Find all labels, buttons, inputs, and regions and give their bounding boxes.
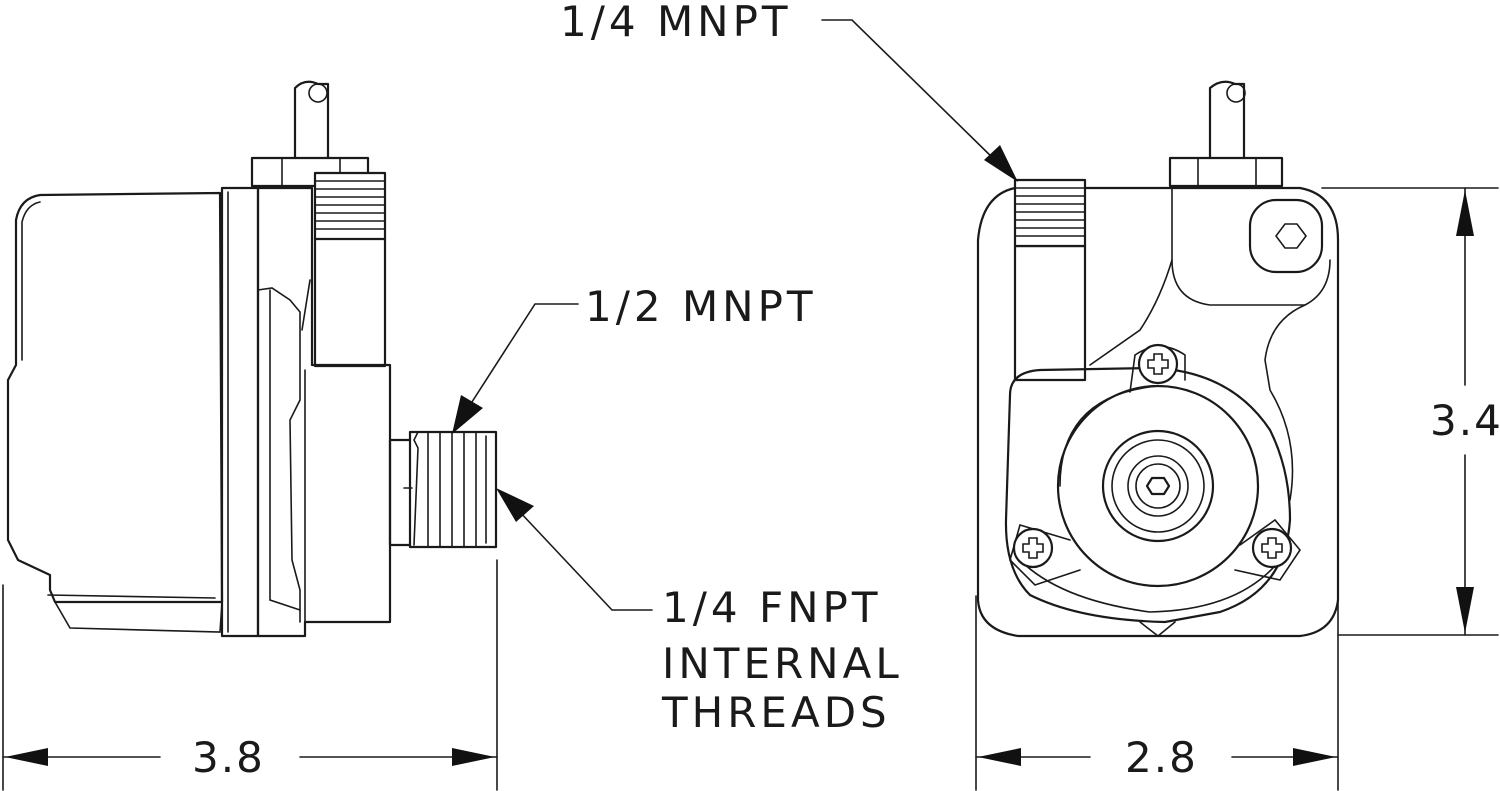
outlet-thread-front: [1013, 178, 1087, 248]
dimension-front-width: 2.8: [975, 595, 1339, 791]
volute-outline: [1004, 366, 1292, 624]
inlet-thread-side: [408, 430, 498, 549]
screw-left: [1012, 527, 1054, 569]
callout-side-fitting-label: 1/2 MNPT: [585, 282, 817, 331]
callout-top-fitting: 1/4 MNPT: [560, 0, 1018, 182]
callout-internal-line1: 1/4 FNPT: [662, 583, 882, 632]
mounting-boss: [1248, 198, 1324, 274]
hex-socket: [1145, 476, 1171, 496]
callout-side-fitting: 1/2 MNPT: [452, 282, 817, 434]
screw-top: [1137, 343, 1179, 385]
outlet-tube-front: [1013, 244, 1087, 382]
dimension-front-height: 3.4: [1321, 187, 1500, 636]
side-view: [6, 80, 498, 638]
dimension-side-width: 3.8: [2, 559, 498, 791]
callout-internal-line2: INTERNAL: [662, 639, 903, 688]
outlet-thread-side: [313, 171, 387, 241]
callout-top-fitting-label: 1/4 MNPT: [560, 0, 792, 46]
dimension-side-width-label: 3.8: [192, 733, 265, 782]
shaft-side: [293, 80, 330, 160]
dimension-front-height-label: 3.4: [1430, 396, 1500, 445]
front-housing: [976, 186, 1340, 638]
callout-internal-threads: 1/4 FNPT INTERNAL THREADS: [496, 488, 903, 737]
screw-right: [1251, 527, 1293, 569]
hex-nut-front: [1168, 156, 1284, 188]
outlet-tube-side: [313, 236, 387, 368]
pump-cover: [1056, 384, 1260, 588]
impeller-hub: [1101, 429, 1215, 543]
callout-internal-line3: THREADS: [661, 688, 891, 737]
front-view: [976, 80, 1340, 638]
motor-housing: [6, 191, 224, 604]
pump-body-side: [256, 186, 392, 638]
inlet-fitting-side: [388, 438, 414, 547]
dimension-front-width-label: 2.8: [1125, 733, 1198, 782]
